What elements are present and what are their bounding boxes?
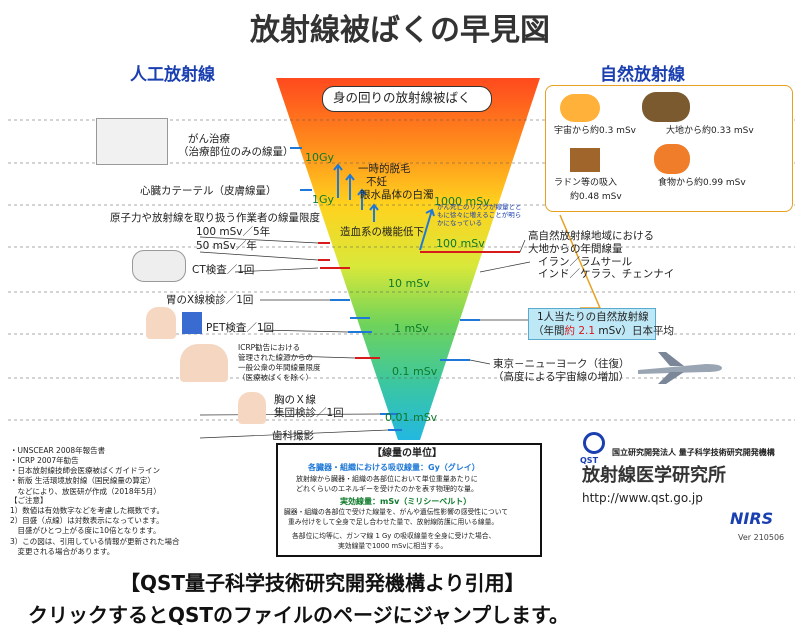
effective-dose-text2: 重み付けをして全身で足し合わせた量で、放射線防護に用いる線量。 [288, 518, 499, 526]
planets-icon [560, 94, 600, 122]
reference-item: などにより、放医研が作成（2018年5月） [10, 486, 161, 496]
iran-label: イラン／ラムサール [538, 256, 633, 268]
org-small-name: 国立研究開発法人 量子科学技術研究開発機構 [612, 448, 775, 457]
space-dose-label: 宇宙から約0.3 mSv [554, 126, 636, 136]
radon-label: ラドン等の吸入 [554, 178, 618, 188]
gamma-example-text1: 各部位に均等に、ガンマ線 1 Gy の吸収線量を全身に受けた場合、 [292, 532, 496, 540]
natural-sources-box: 宇宙から約0.3 mSv 大地から約0.33 mSv ラドン等の吸入 約0.48… [545, 85, 793, 212]
japan-average-box: 1人当たりの自然放射線 （年間約 2.1 mSv）日本平均 [528, 308, 674, 340]
qst-logo-text: QST [580, 456, 599, 465]
artificial-radiation-heading: 人工放射線 [130, 65, 215, 85]
note-item: 3）この図は、引用している情報が更新された場合 [10, 536, 180, 546]
dose-1000msv: 1000 mSv [434, 195, 490, 208]
dose-10msv: 10 mSv [388, 277, 430, 290]
ct-scanner-icon [132, 250, 186, 282]
qst-logo-icon [583, 432, 605, 454]
footer-jump-link[interactable]: クリックするとQSTのファイルのページにジャンプします。 [28, 603, 570, 627]
page-title: 放射線被ばくの早見図 [250, 13, 550, 48]
dental-xray-label: 歯科撮影 [272, 430, 314, 442]
dose-100msv: 100 mSv [436, 237, 485, 250]
natural-radiation-heading: 自然放射線 [600, 65, 685, 85]
dose-unit-box: 【線量の単位】 各臓器・組織における吸収線量：Gy（グレイ） 放射線から臓器・組… [276, 443, 542, 557]
unit-box-title: 【線量の単位】 [372, 448, 442, 459]
cancer-treatment-label: がん治療 [188, 133, 230, 145]
version-label: Ver 210506 [738, 533, 785, 542]
dose-10gy: 10Gy [305, 151, 335, 164]
patient-icon [146, 307, 176, 339]
gamma-example-text2: 実効線量で1000 mSvに相当する。 [338, 542, 448, 550]
footer-citation: 【QST量子科学技術研究開発機構より引用】 [120, 571, 525, 595]
org-url[interactable]: http://www.qst.go.jp [582, 491, 703, 505]
japan-average-line2: （年間約 2.1 mSv）日本平均 [533, 325, 674, 337]
icrp-line1: ICRP勧告における [238, 343, 301, 352]
note-item: 1）数値は有効数字などを考慮した概数です。 [10, 506, 165, 516]
effect-hematopoietic: 造血系の機能低下 [340, 226, 424, 238]
chest-xray-label: 胸のＸ線 [274, 394, 316, 406]
org-name: 放射線医学研究所 [582, 465, 726, 486]
absorbed-dose-heading: 各臓器・組織における吸収線量：Gy（グレイ） [308, 463, 480, 472]
dose-1gy: 1Gy [312, 193, 335, 206]
cancer-risk-note: がん死亡のリスクが線量とともに徐々に増えることが明らかになっている [437, 203, 522, 228]
worker-limit-label: 原子力や放射線を取り扱う作業者の線量限度 [110, 212, 320, 224]
effective-dose-text1: 臓器・組織の各部位で受けた線量を、がんや遺伝性影響の感受性について [284, 508, 509, 516]
chest-xray-person-icon [238, 392, 266, 424]
effect-infertility: 不妊 [366, 176, 387, 188]
effect-hair-loss: 一時的脱毛 [358, 163, 411, 175]
reference-item: ・日本放射線技師会医療被ばくガイドライン [10, 466, 160, 476]
group-screening-label: 集団検診／1回 [274, 407, 344, 419]
absorbed-dose-text2: どれくらいのエネルギーを受けたのかを表す物理的な量。 [296, 485, 478, 493]
note-item: 変更される場合があります。 [10, 546, 115, 556]
icrp-line4: （医療被ばくを除く） [238, 373, 313, 382]
reference-item: ・ICRP 2007年勧告 [10, 456, 79, 466]
cardiac-catheter-label: 心臓カテーテル（皮膚線量） [140, 185, 277, 197]
radon-dose-label: 約0.48 mSv [570, 192, 622, 202]
cancer-treatment-sub: （治療部位のみの線量） [178, 146, 294, 158]
family-icon [180, 344, 228, 382]
effect-cataract: 眼水晶体の白濁 [360, 189, 434, 201]
radiotherapy-machine-icon [96, 118, 168, 165]
icrp-line2: 管理された線源からの [238, 353, 313, 362]
note-item: 【ご注意】 [10, 496, 48, 505]
nirs-logo: NIRS [730, 509, 774, 528]
house-icon [570, 148, 600, 172]
funnel-top-bubble: 身の回りの放射線被ばく [322, 86, 492, 112]
notes: 【ご注意】 1）数値は有効数字などを考慮した概数です。 2）目盛（点線）は対数表… [10, 496, 270, 557]
reference-item: ・新版 生活環境放射線（国民線量の算定） [10, 476, 155, 486]
stomach-xray-label: 胃のX線検診／1回 [166, 294, 254, 306]
dose-1msv: 1 mSv [394, 322, 429, 335]
food-dose-label: 食物から約0.99 mSv [658, 178, 746, 188]
india-label: インド／ケララ、チェンナイ [538, 268, 675, 280]
ct-exam-label: CT検査／1回 [192, 264, 255, 276]
icrp-line3: 一般公衆の年間線量限度 [238, 363, 321, 372]
airplane-icon [638, 352, 722, 384]
funnel-top-label: 身の回りの放射線被ばく [333, 90, 471, 105]
japan-average-line1: 1人当たりの自然放射線 [537, 311, 649, 323]
worker-limit-5y: 100 mSv／5年 [196, 226, 271, 238]
high-area-line1: 高自然放射線地域における [528, 230, 654, 242]
flight-sub-label: （高度による宇宙線の増加） [493, 371, 630, 383]
high-area-line2: 大地からの年間線量 [528, 243, 623, 255]
references: ・UNSCEAR 2008年報告書 ・ICRP 2007年勧告 ・日本放射線技師… [10, 446, 260, 497]
reference-item: ・UNSCEAR 2008年報告書 [10, 446, 106, 455]
pet-exam-label: PET検査／1回 [206, 322, 275, 334]
note-item: 目盛がひとつ上がる度に10倍となります。 [10, 526, 161, 536]
dose-0-1msv: 0.1 mSv [392, 365, 438, 378]
note-item: 2）目盛（点線）は対数表示になっています。 [10, 516, 164, 526]
pet-scan-image-icon [182, 312, 202, 334]
fruits-icon [654, 144, 690, 174]
earth-dose-label: 大地から約0.33 mSv [666, 126, 754, 136]
absorbed-dose-text1: 放射線から臓器・組織の各部位において単位重量あたりに [296, 475, 478, 483]
flight-label: 東京－ニューヨーク（往復） [493, 358, 630, 370]
horse-icon [642, 92, 690, 122]
effective-dose-heading: 実効線量：mSv（ミリシーベルト） [340, 497, 472, 506]
funnel-shape [276, 78, 540, 440]
dose-0-01msv: 0.01 mSv [385, 411, 438, 424]
worker-limit-1y: 50 mSv／年 [196, 240, 257, 252]
